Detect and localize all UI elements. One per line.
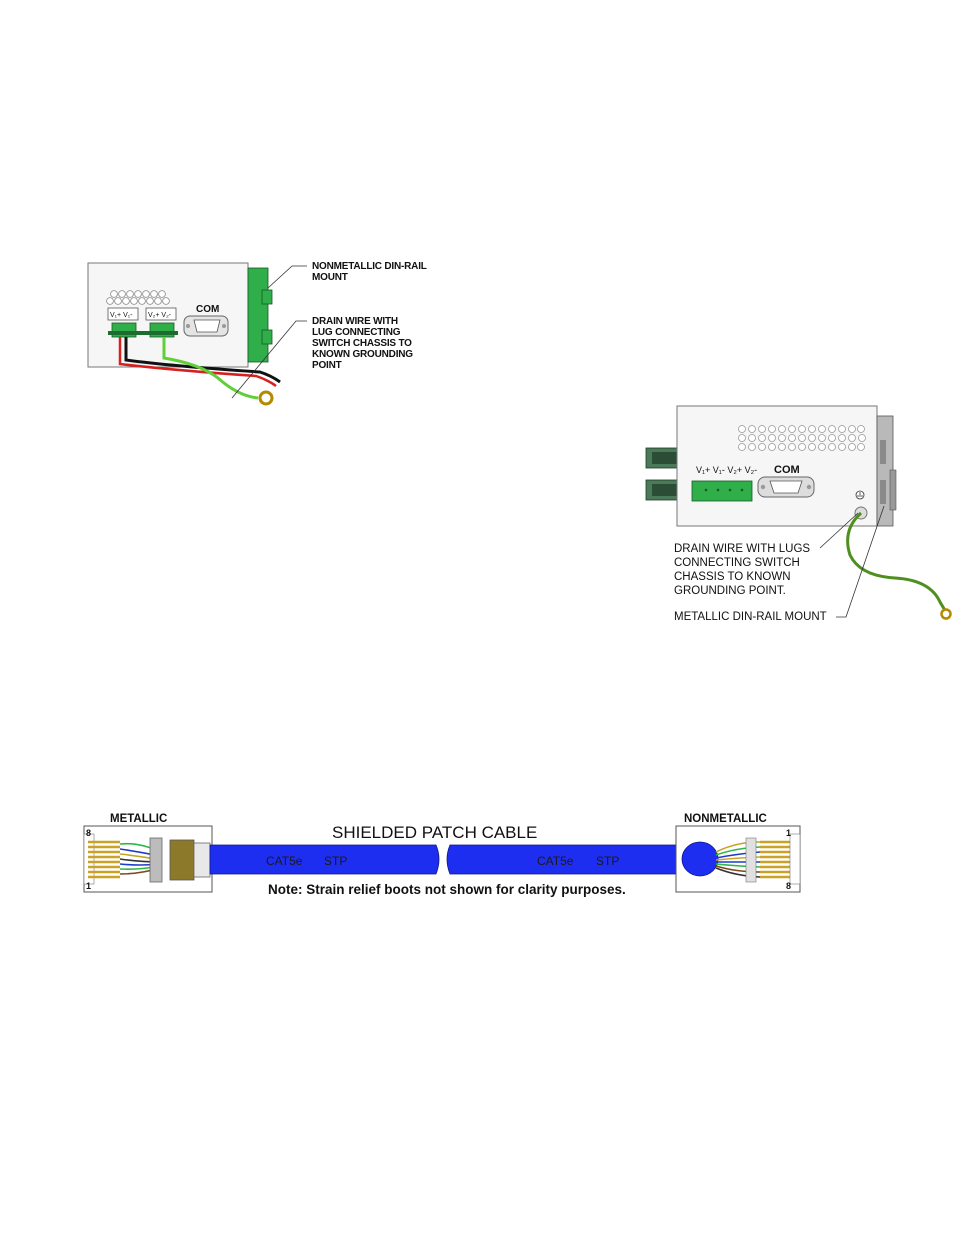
cable-segment-right [446, 844, 701, 875]
nonmetallic-din-rail [247, 267, 273, 363]
right-segment-cat5e: CAT5e [537, 854, 574, 868]
ground-screw [854, 490, 868, 520]
green-drain-wire-2 [846, 511, 948, 613]
callout-mount-line-1: NONMETALLIC DIN-RAIL [312, 261, 427, 272]
black-wire [124, 337, 281, 384]
diagram-metallic-mount: V₁+ V₁- V₂+ V₂- COM [645, 405, 952, 623]
left-segment-stp: STP [324, 854, 347, 868]
callout-drain2-line-4: GROUNDING POINT. [674, 585, 786, 597]
callout-mount-line-2: MOUNT [312, 272, 348, 283]
right-pin-1: 1 [786, 828, 791, 838]
right-plug-label: NONMETALLIC [684, 813, 767, 825]
right-pin-8: 8 [786, 881, 791, 891]
left-segment-cat5e: CAT5e [266, 854, 303, 868]
callout-drain2-line-1: DRAIN WIRE WITH LUGS [674, 543, 810, 555]
right-segment-stp: STP [596, 854, 619, 868]
ground-lug [258, 390, 274, 406]
cable-segment-left [209, 844, 440, 875]
callout-drain-line-1: DRAIN WIRE WITH [312, 316, 398, 327]
ground-lug-2 [940, 608, 952, 620]
db9-connector [183, 315, 229, 337]
terminal-label-2a: V₁+ V₁- V₂+ V₂- [696, 465, 757, 475]
cable-title: SHIELDED PATCH CABLE [332, 823, 537, 842]
shielded-patch-cable-diagram: METALLIC NONMETALLIC SHIELDED PATCH CABL… [83, 813, 801, 897]
power-terminal-block [691, 480, 753, 502]
terminal-label-2: V₂+ V₂- [148, 312, 172, 319]
callout-drain-line-5: POINT [312, 360, 342, 371]
com-label: COM [196, 304, 219, 315]
left-plug-label: METALLIC [110, 813, 167, 825]
metallic-din-rail [876, 415, 897, 527]
callout-drain2-line-3: CHASSIS TO KNOWN [674, 571, 791, 583]
cable-note: Note: Strain relief boots not shown for … [268, 882, 626, 897]
db9-connector-2 [757, 476, 815, 498]
callout-drain-line-4: KNOWN GROUNDING [312, 349, 413, 360]
left-pin-1: 1 [86, 881, 91, 891]
vent-holes [106, 290, 170, 305]
callout-drain-line-3: SWITCH CHASSIS TO [312, 338, 412, 349]
terminal-label-1: V₁+ V₁- [110, 312, 133, 319]
com-label-2: COM [774, 464, 800, 476]
right-nonmetallic-plug: 1 8 [675, 825, 801, 893]
diagram-nonmetallic-mount: V₁+ V₁- V₂+ V₂- COM NONMETALLIC DIN-RAIL… [87, 261, 427, 406]
left-metallic-plug: 8 1 [83, 825, 213, 893]
callout-metallic-mount: METALLIC DIN-RAIL MOUNT [674, 611, 827, 623]
green-drain-wire [162, 337, 259, 400]
callout-drain-line-2: LUG CONNECTING [312, 327, 401, 338]
vent-holes-2 [738, 425, 866, 451]
left-pin-8: 8 [86, 828, 91, 838]
red-wire [118, 337, 277, 388]
fiber-ports [645, 447, 679, 501]
callout-drain2-line-2: CONNECTING SWITCH [674, 557, 800, 569]
